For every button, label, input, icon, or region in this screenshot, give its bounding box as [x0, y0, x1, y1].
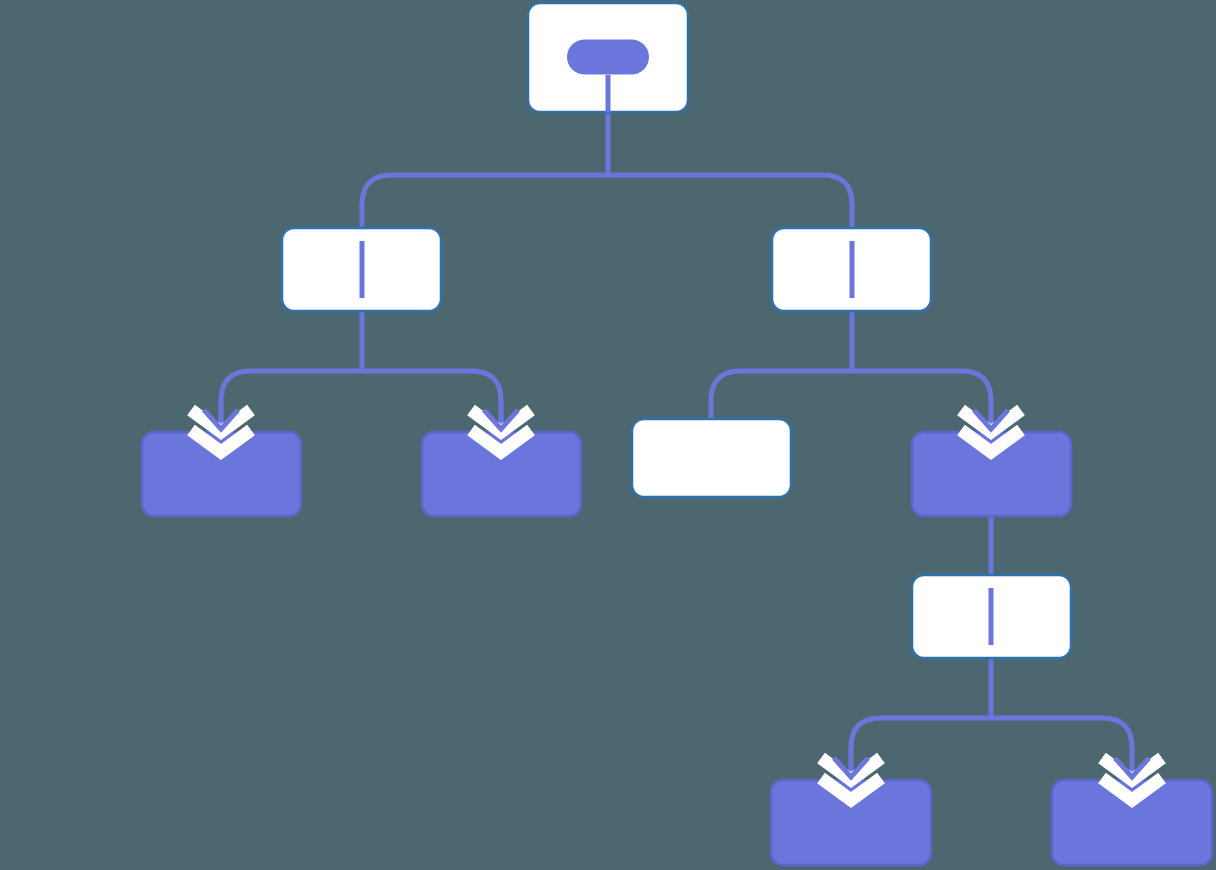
arrowhead-icon — [832, 756, 870, 781]
arrowhead-icon — [1113, 756, 1151, 781]
node-root[interactable] — [526, 1, 690, 114]
double-chevron-down-icon — [817, 772, 885, 809]
edge-connector — [849, 311, 994, 438]
node-l1-right[interactable] — [770, 226, 933, 313]
arrow-marker-l4-b — [1098, 752, 1166, 809]
edge-connector — [848, 658, 994, 786]
edge-connector — [218, 311, 365, 438]
arrow-marker-l2-a — [187, 404, 255, 461]
arrowhead-icon — [972, 408, 1010, 433]
arrowhead-icon — [482, 408, 520, 433]
edges-layer — [218, 112, 1135, 786]
edge-connector — [988, 658, 1135, 786]
arrow-marker-l2-d — [957, 404, 1025, 461]
nodes-layer — [140, 1, 1214, 867]
double-chevron-down-icon — [467, 424, 535, 461]
node-box-white[interactable] — [630, 417, 793, 499]
node-l3[interactable] — [910, 573, 1073, 660]
double-chevron-down-icon — [1098, 772, 1166, 809]
rounded-pill-icon — [567, 39, 649, 75]
node-l2-c[interactable] — [630, 417, 793, 499]
arrows-layer — [187, 404, 1166, 809]
edge-connector — [605, 112, 855, 228]
node-l1-left[interactable] — [280, 226, 443, 313]
arrow-marker-l2-b — [467, 404, 535, 461]
arrowhead-icon — [202, 408, 240, 433]
arrow-marker-l4-a — [817, 752, 885, 809]
edge-connector — [359, 311, 504, 438]
edge-connector — [708, 311, 855, 419]
double-chevron-down-icon — [957, 424, 1025, 461]
double-chevron-down-icon — [187, 424, 255, 461]
edge-connector — [359, 112, 611, 228]
